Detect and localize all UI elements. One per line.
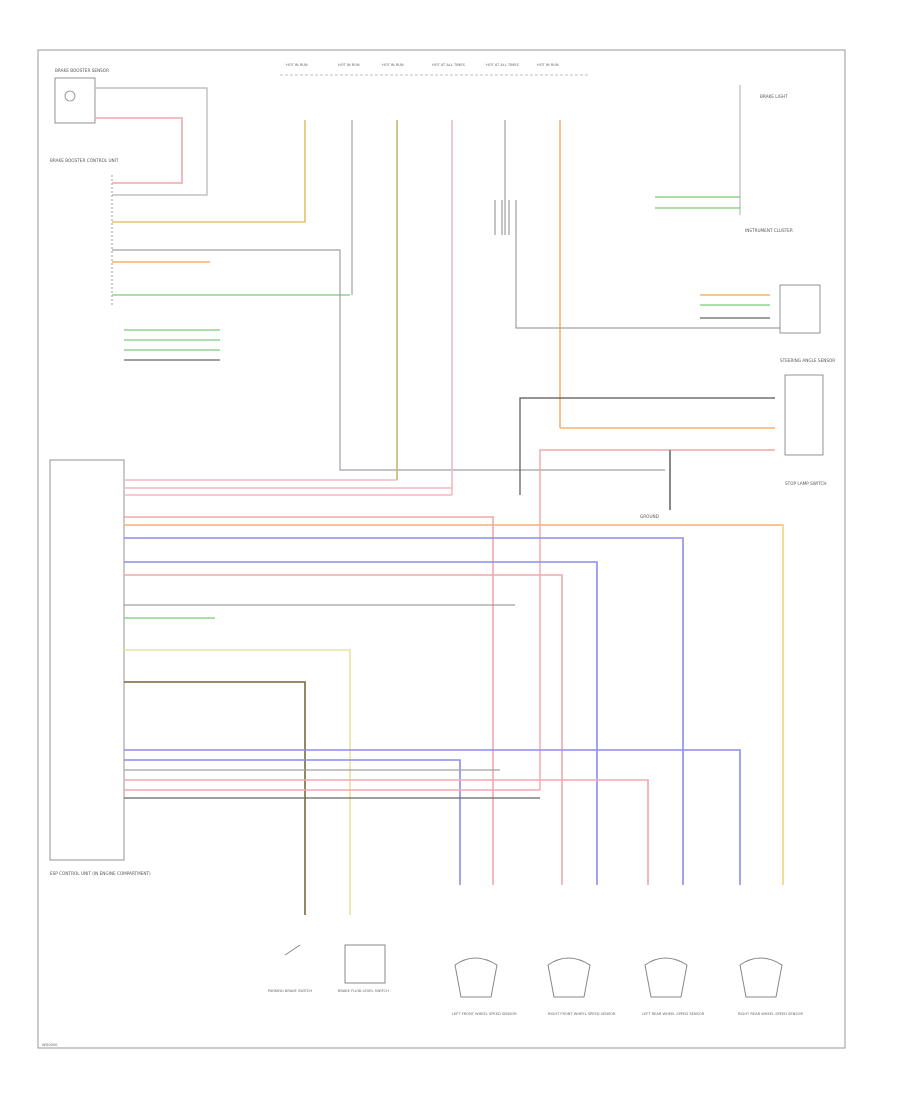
instrument-cluster-label: INSTRUMENT CLUSTER — [745, 228, 793, 233]
lr-wheel-speed-sensor: LEFT REAR WHEEL SPEED SENSOR — [642, 957, 705, 1016]
rr-speed-label: RIGHT REAR WHEEL SPEED SENSOR — [738, 1012, 803, 1016]
fuse-label-5: HOT AT ALL TIMES — [486, 63, 520, 67]
fuse-label-2: HOT IN RUN — [338, 63, 360, 67]
wire-red-lr — [124, 574, 563, 885]
lf-wheel-speed-sensor: LEFT FRONT WHEEL SPEED SENSOR — [452, 957, 517, 1016]
brake-fluid-switch: BRAKE FLUID LEVEL SWITCH — [338, 944, 389, 993]
wire-gray-control — [112, 249, 665, 471]
wire-gray-sensor — [95, 87, 208, 196]
wire-yellow-brake-fluid — [124, 649, 351, 915]
brake-booster-sensor-label: BRAKE BOOSTER SENSOR — [55, 68, 109, 73]
rf-wheel-speed-sensor: RIGHT FRONT WHEEL SPEED SENSOR — [547, 957, 616, 1016]
wire-blue-lower-2 — [124, 759, 461, 885]
brake-fluid-label: BRAKE FLUID LEVEL SWITCH — [338, 989, 389, 993]
rr-wheel-speed-sensor: RIGHT REAR WHEEL SPEED SENSOR — [738, 957, 803, 1016]
wire-red-lf — [124, 516, 494, 885]
lf-speed-label: LEFT FRONT WHEEL SPEED SENSOR — [452, 1012, 517, 1016]
wire-blue-lr — [124, 561, 598, 885]
wire-red-sensor — [95, 117, 183, 184]
fuse-label-4: HOT AT ALL TIMES — [432, 63, 466, 67]
wire-blue-rf — [124, 537, 684, 885]
fuse-label-6: HOT IN RUN — [537, 63, 559, 67]
fuse-label-1: HOT IN RUN — [286, 63, 308, 67]
brake-booster-sensor-box — [54, 77, 96, 124]
wire-blue-lower-1 — [124, 749, 741, 885]
parking-brake-switch: PARKING BRAKE SWITCH — [268, 944, 312, 993]
fuse-block: HOT IN RUN HOT IN RUN HOT IN RUN HOT AT … — [280, 63, 590, 76]
wire-orange-rr — [124, 524, 784, 885]
stop-lamp-switch-box — [784, 374, 824, 456]
brake-booster-control-label: BRAKE BOOSTER CONTROL UNIT — [50, 158, 119, 163]
fuse-label-3: HOT IN RUN — [382, 63, 404, 67]
steering-angle-sensor-box — [779, 284, 821, 334]
splice-bundle — [494, 200, 517, 235]
wire-yellow-fuse1 — [112, 120, 306, 223]
lr-speed-label: LEFT REAR WHEEL SPEED SENSOR — [642, 1012, 705, 1016]
steering-angle-label: STEERING ANGLE SENSOR — [780, 358, 835, 363]
parking-brake-label: PARKING BRAKE SWITCH — [268, 989, 312, 993]
sensor-symbol-icon — [64, 90, 76, 102]
diagram-frame — [37, 49, 846, 1049]
brake-light-label: BRAKE LIGHT — [760, 94, 788, 99]
esp-control-unit-label: ESP CONTROL UNIT (IN ENGINE COMPARTMENT) — [50, 871, 151, 876]
wire-red-stop — [539, 449, 775, 790]
wire-brown-parking — [124, 681, 306, 915]
rf-speed-label: RIGHT FRONT WHEEL SPEED SENSOR — [548, 1012, 616, 1016]
wire-gray-to-steering — [515, 235, 780, 329]
ground-label: GROUND — [640, 514, 659, 519]
wire-black-stop — [519, 397, 775, 495]
stop-lamp-switch-label: STOP LAMP SWITCH — [785, 481, 827, 486]
wire-red-lower-1 — [124, 779, 649, 885]
esp-control-unit-box — [49, 459, 125, 861]
page-code: WD0000 — [42, 1043, 58, 1047]
